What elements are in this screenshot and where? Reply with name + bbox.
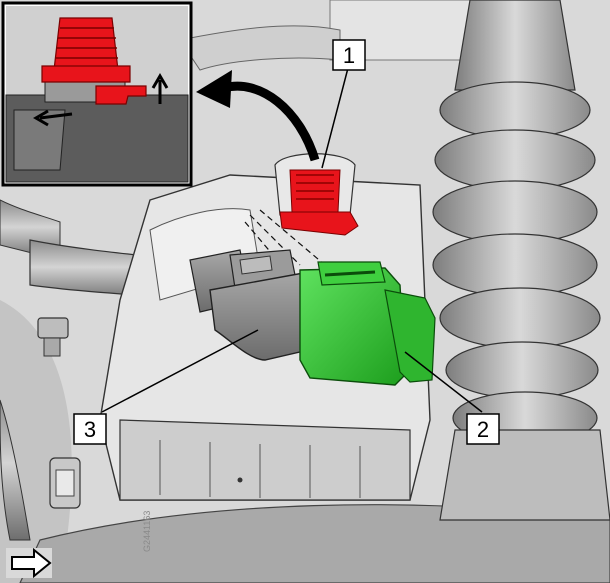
green-connector [299, 261, 436, 386]
connector-lock-ribs [296, 174, 334, 200]
detail-inset-lock-collar [41, 65, 131, 83]
hose-lower-left [0, 399, 31, 541]
boot-fold-4 [432, 233, 598, 297]
arrow-up-icon [151, 73, 169, 104]
boot-lower-mount [439, 429, 610, 521]
reference-code: G2441163 [142, 511, 152, 552]
detail-dashed-leaders [244, 209, 326, 276]
callout-2-leader [404, 351, 483, 413]
callout-3: 3 [73, 413, 107, 445]
detail-inset-slot [13, 109, 66, 171]
harness-clip-inner [55, 469, 75, 497]
boot-upper [454, 0, 576, 91]
module-ribs [159, 440, 361, 498]
boot-fold-6 [445, 341, 599, 399]
green-connector-marking [324, 270, 376, 277]
module-housing-base [119, 419, 411, 501]
connector-lock-tab-red [279, 211, 359, 236]
callout-3-label: 3 [84, 417, 96, 442]
bolt-stud-left [37, 317, 69, 339]
detail-inset-lock-red [53, 17, 119, 71]
detail-inset [1, 1, 193, 187]
view-direction-arrow [11, 547, 52, 579]
arrow-left-icon [33, 109, 73, 127]
callout-1-label: 1 [343, 43, 355, 68]
callout-2-label: 2 [477, 417, 489, 442]
boot-fold-5 [439, 287, 601, 349]
curved-arrow-shaft [222, 81, 320, 162]
green-connector-body [299, 267, 406, 386]
callout-1-leader [321, 67, 349, 169]
callout-3-box [73, 413, 107, 445]
gray-connector-release [239, 255, 273, 275]
detail-inset-lock-ribs [56, 27, 118, 59]
callout-2-box [466, 413, 500, 445]
green-connector-front [384, 289, 436, 383]
callout-2: 2 [466, 413, 500, 445]
detail-inset-lock-tab [95, 85, 147, 105]
callout-3-leader [101, 329, 259, 413]
curved-arrow-icon [196, 70, 320, 162]
curved-arrow-head [196, 70, 232, 108]
module-screw [237, 477, 243, 483]
callout-1-box [332, 39, 366, 71]
view-direction-arrow-icon [6, 547, 52, 579]
bolt-stud-shank [43, 337, 61, 357]
callout-1: 1 [332, 39, 366, 71]
